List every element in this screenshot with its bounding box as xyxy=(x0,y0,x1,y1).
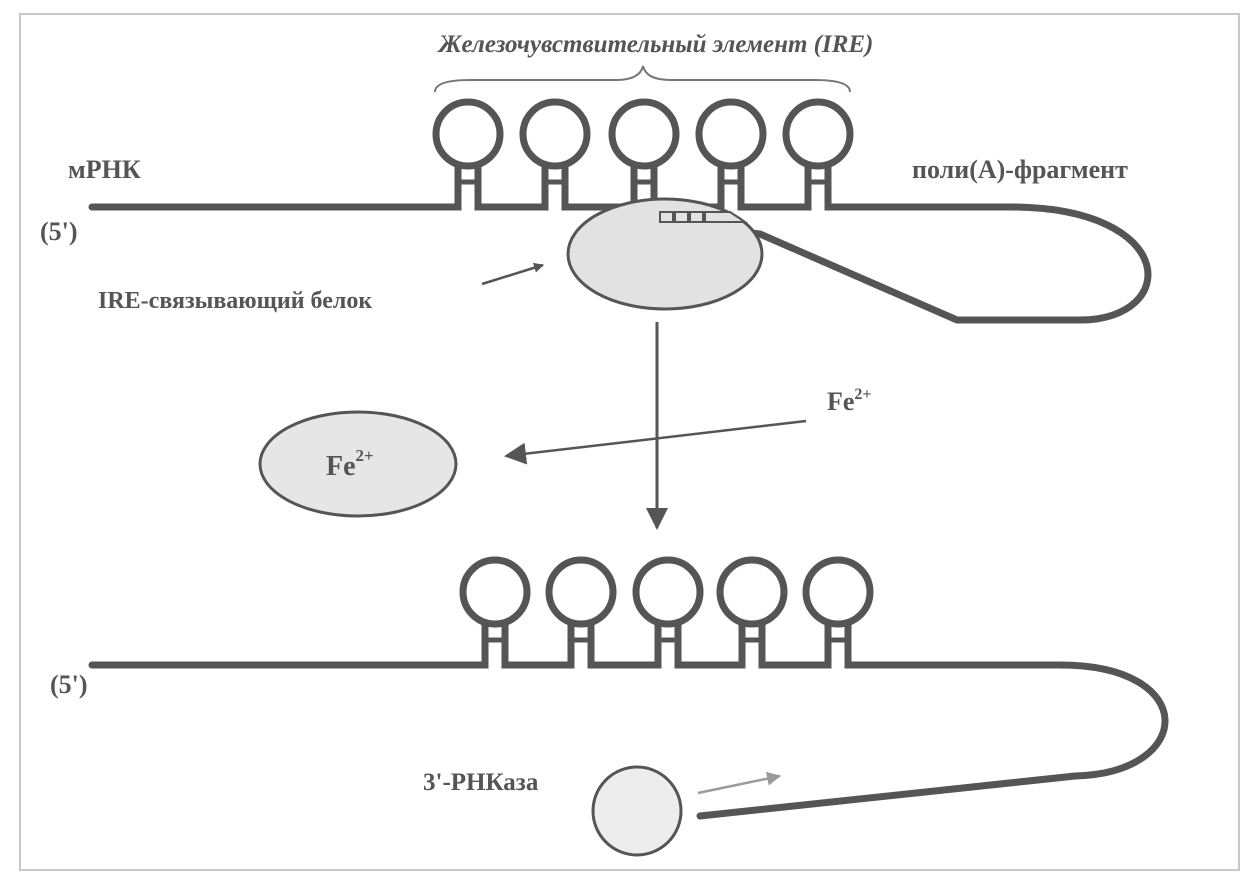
fe-free-label: Fe2+ xyxy=(827,386,872,416)
fe-free-sup: 2+ xyxy=(854,386,871,403)
fe-bound-sup: 2+ xyxy=(356,446,374,465)
top-hairpin-1 xyxy=(432,98,504,211)
top-hairpin-5 xyxy=(782,98,854,211)
ire-brace xyxy=(434,65,851,93)
mrna-strand-bottom xyxy=(88,661,1169,820)
ire-binding-protein-shape xyxy=(566,197,764,311)
bottom-hairpin-1 xyxy=(459,556,531,669)
protein-pointer-arrow xyxy=(481,262,544,286)
top-hairpin-3 xyxy=(608,98,680,211)
mrna-strand-top xyxy=(88,203,1152,324)
fe-protein-complex-shape xyxy=(258,410,458,518)
five-prime-label-bottom: (5') xyxy=(50,670,88,699)
rnase-label: 3'-РНКаза xyxy=(423,769,539,796)
ire-title-label: Железочувствительный элемент (IRE) xyxy=(437,31,874,58)
bottom-hairpin-4 xyxy=(716,556,788,669)
bottom-hairpin-3 xyxy=(632,556,704,669)
five-prime-label-top: (5') xyxy=(40,217,78,246)
hairpin-group-bottom xyxy=(459,556,874,669)
iron-release-arrow xyxy=(504,419,807,465)
fe-free-base: Fe xyxy=(827,387,854,416)
figure-frame xyxy=(19,13,1240,871)
mrna-label: мРНК xyxy=(68,155,141,184)
bottom-hairpin-2 xyxy=(545,556,617,669)
fe-bound-label: Fe2+ xyxy=(326,446,374,482)
rnase-shape xyxy=(591,765,683,857)
top-hairpin-2 xyxy=(519,98,591,211)
rnase-direction-arrow xyxy=(697,771,781,795)
polya-label: поли(А)-фрагмент xyxy=(912,155,1128,184)
bottom-hairpin-5 xyxy=(802,556,874,669)
fe-bound-base: Fe xyxy=(326,451,356,482)
top-hairpin-4 xyxy=(695,98,767,211)
binding-sites xyxy=(659,211,749,223)
hairpin-group-top xyxy=(432,98,854,211)
ire-binding-protein-label: IRE-связывающий белок xyxy=(98,288,372,314)
